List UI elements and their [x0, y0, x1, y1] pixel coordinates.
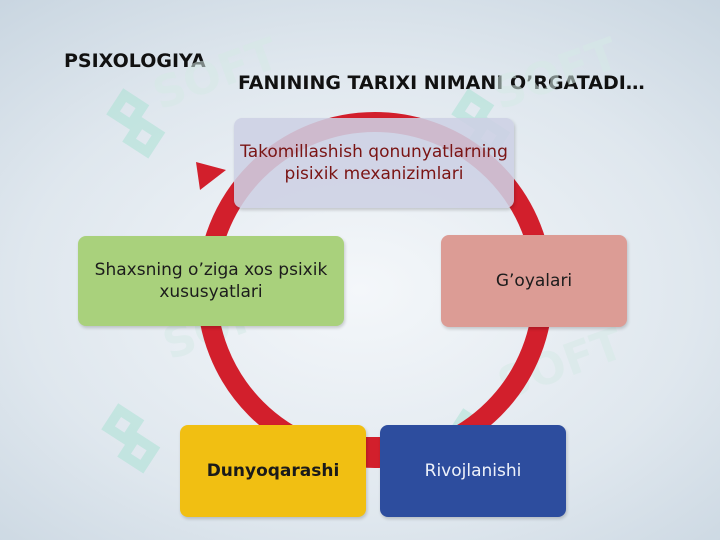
cycle-item-label: Rivojlanishi — [424, 461, 522, 481]
cycle-item-label: Takomillashish qonunyatlarning pisixik m… — [240, 142, 508, 184]
slide-title: PSIXOLOGIYA FANINING TARIXI NIMANI O’RGA… — [0, 28, 720, 94]
cycle-item-label: Dunyoqarashi — [206, 461, 340, 481]
cycle-item-label: Shaxsning o’ziga xos psixik xususyatlari — [94, 260, 328, 302]
cycle-item-personality: Shaxsning o’ziga xos psixik xususyatlari — [78, 236, 344, 326]
cycle-item-worldview: Dunyoqarashi — [180, 425, 366, 517]
cycle-item-label: G’oyalari — [495, 271, 573, 291]
cycle-arrow-head-icon — [196, 162, 226, 190]
cycle-item-ideas: G’oyalari — [441, 235, 627, 327]
title-part-2: FANINING TARIXI NIMANI O’RGATADI… — [238, 72, 645, 94]
cycle-item-development: Rivojlanishi — [380, 425, 566, 517]
cycle-connector — [366, 437, 380, 459]
title-part-1: PSIXOLOGIYA — [64, 50, 206, 72]
cycle-item-mechanisms: Takomillashish qonunyatlarning pisixik m… — [234, 118, 514, 208]
